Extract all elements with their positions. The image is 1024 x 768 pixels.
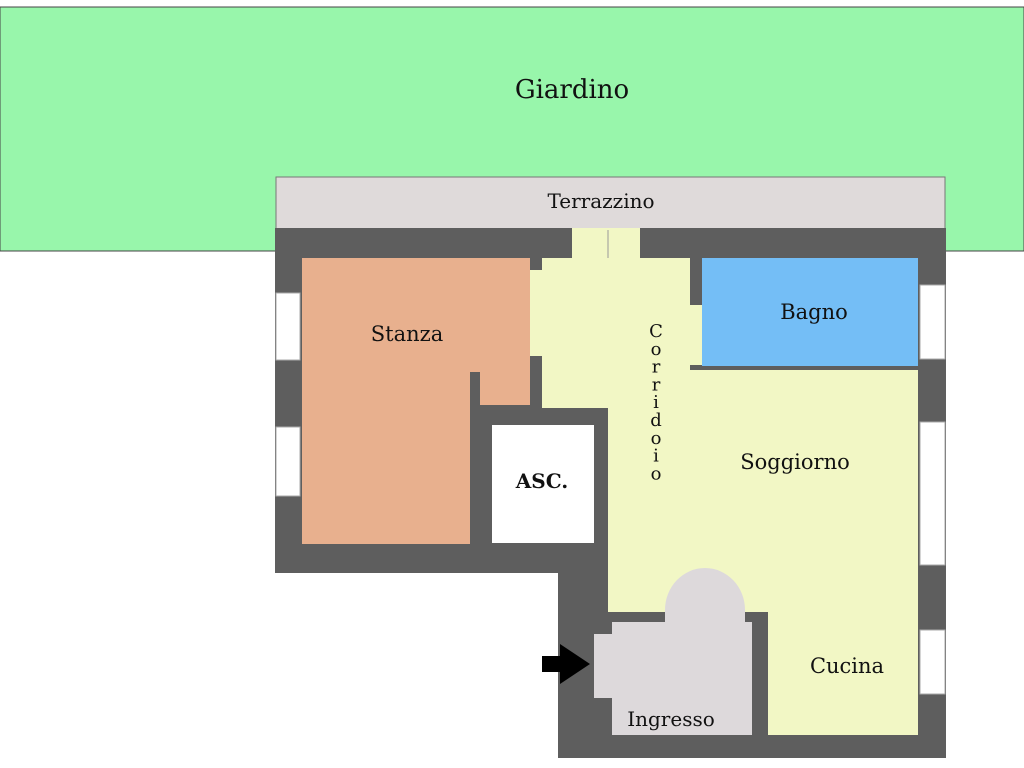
rooms [302,228,918,735]
stanza-door-opening [530,270,542,356]
window-right-middle [919,421,946,566]
corridoio-letter: i [653,392,659,413]
entrance-arrow-icon [542,644,590,684]
window-left-lower [275,426,301,497]
ingresso-label: Ingresso [627,707,715,731]
corridoio-letter: r [652,357,661,378]
bagno-label: Bagno [780,300,848,324]
window-right-upper [919,284,946,360]
labels: Giardino Terrazzino Stanza Bagno Soggior… [371,75,884,731]
bagno-door-opening [690,305,702,365]
corridoio-letter: o [651,428,662,449]
corridoio-letter: o [651,463,662,484]
giardino-label: Giardino [515,75,629,105]
ingresso-room [612,568,752,735]
window-left-upper [275,292,301,361]
elevator-shaft [492,425,594,543]
terrace-area [275,176,946,231]
terrazzino-label: Terrazzino [547,189,654,213]
bagno-room [702,258,918,366]
window-right-lower [919,629,946,695]
ascensore-label: ASC. [515,469,569,493]
cucina-label: Cucina [810,654,884,678]
corridoio-letter: d [650,410,662,431]
windows [275,284,946,695]
entrance-door-opening [594,634,612,698]
soggiorno-label: Soggiorno [740,450,849,474]
corridoio-letter: C [649,321,663,342]
corridoio-letter: i [653,446,659,467]
corridoio-letter: o [651,339,662,360]
stanza-label: Stanza [371,322,443,346]
corridoio-letter: r [652,374,661,395]
stanza-room [302,258,530,544]
living-area [542,228,918,735]
openings [530,230,702,698]
